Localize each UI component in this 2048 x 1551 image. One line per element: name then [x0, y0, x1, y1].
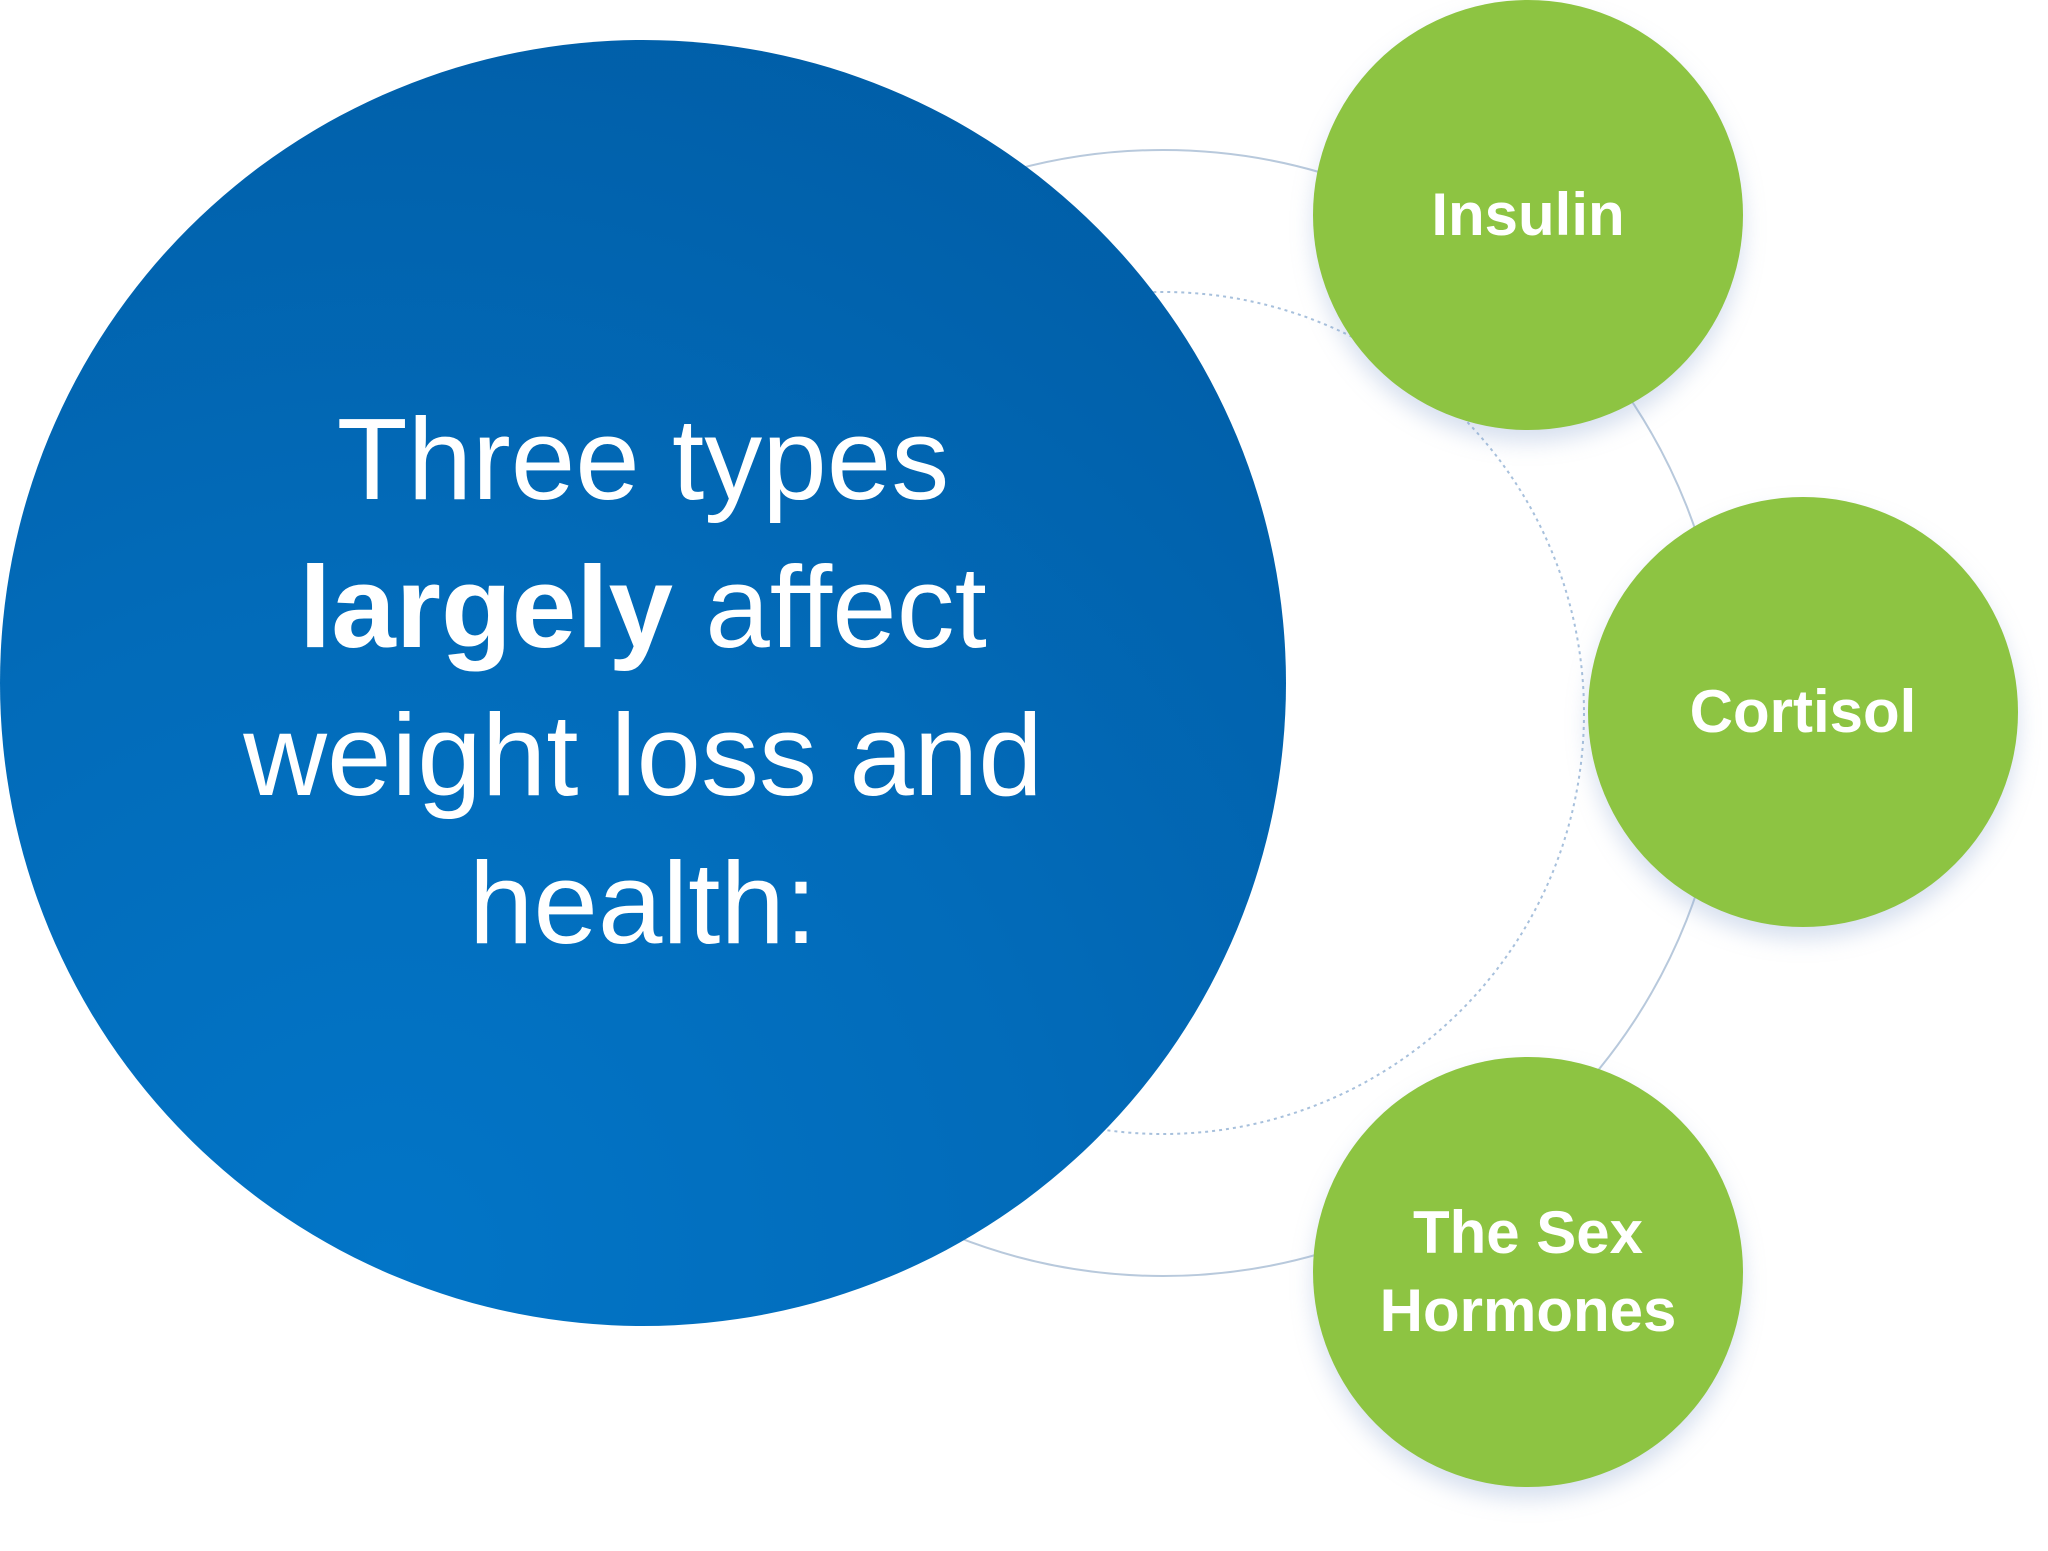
main-statement: Three types largely affect weight loss a… [213, 385, 1073, 977]
main-line-1: Three types [336, 394, 950, 524]
main-line-2-rest: affect [673, 542, 987, 672]
main-line-2: largely affect [213, 533, 1073, 681]
topic-circle-insulin: Insulin [1313, 0, 1743, 430]
topic-label: Cortisol [1689, 678, 1917, 745]
emphasis-word: largely [299, 542, 674, 672]
topic-label: The Sex Hormones [1379, 1199, 1677, 1344]
topic-label: Insulin [1431, 181, 1625, 248]
inner-dotted-ring [741, 291, 1585, 1135]
main-line-4: health: [468, 838, 818, 968]
topic-circle-cortisol: Cortisol [1588, 497, 2018, 927]
main-circle: Three types largely affect weight loss a… [0, 40, 1286, 1326]
topic-circle-sex-hormones: The Sex Hormones [1313, 1057, 1743, 1487]
main-line-3: weight loss and [243, 690, 1043, 820]
